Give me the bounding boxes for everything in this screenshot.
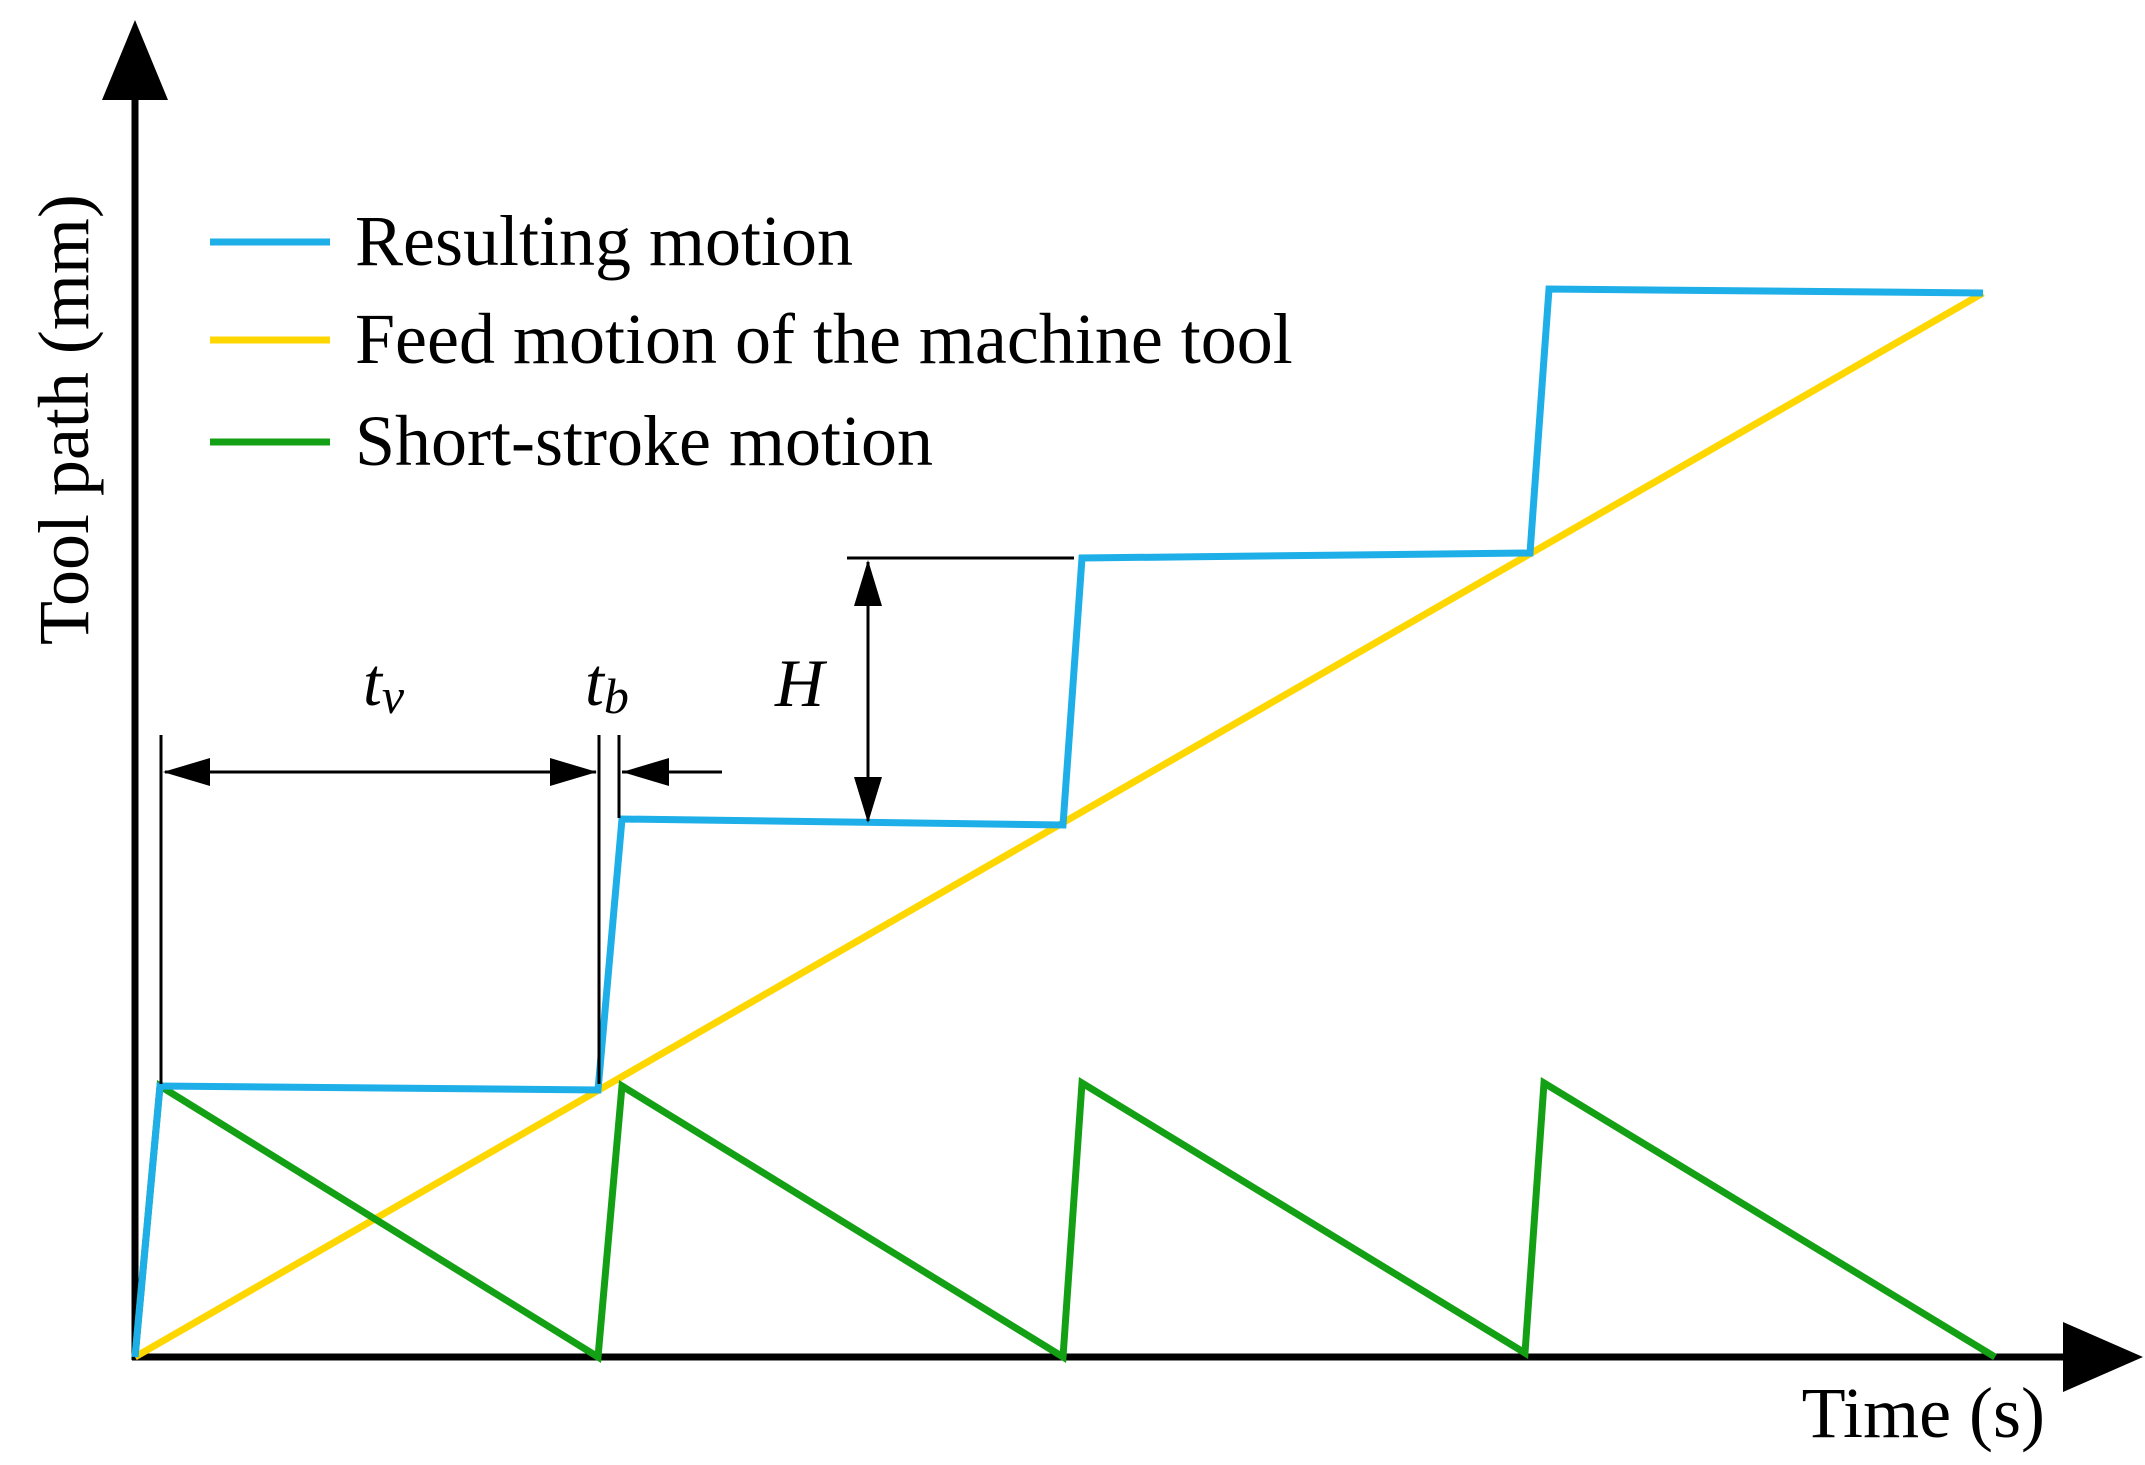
h-arrow-down: [854, 777, 882, 823]
tb-arrow-left: [622, 758, 669, 786]
tb-label-main: t: [585, 644, 606, 720]
tv-label-main: t: [363, 644, 384, 720]
h-label: H: [774, 645, 828, 721]
tv-label-sub: v: [382, 668, 405, 724]
legend-label-resulting: Resulting motion: [355, 201, 853, 281]
axes: [102, 20, 2143, 1392]
tv-arrow-right: [550, 758, 597, 786]
y-axis-label: Tool path (mm): [24, 194, 104, 645]
tv-label: tv: [363, 644, 405, 724]
h-arrow-up: [854, 560, 882, 606]
x-axis-label: Time (s): [1802, 1373, 2045, 1453]
tv-arrow-left: [163, 758, 210, 786]
y-axis-arrowhead: [102, 20, 168, 100]
resulting-motion-line: [131, 285, 1984, 1358]
curves: [131, 285, 1997, 1364]
tb-label-sub: b: [604, 668, 629, 724]
dimension-annotations: [159, 556, 1074, 1084]
legend-label-short-stroke: Short-stroke motion: [355, 401, 933, 481]
x-axis-arrowhead: [2063, 1322, 2143, 1392]
legend-label-feed: Feed motion of the machine tool: [355, 299, 1293, 379]
tb-label: tb: [585, 644, 629, 724]
short-stroke-line: [131, 1077, 1997, 1364]
legend: Resulting motion Feed motion of the mach…: [210, 201, 1293, 481]
annotation-labels: tv tb H: [363, 644, 828, 724]
